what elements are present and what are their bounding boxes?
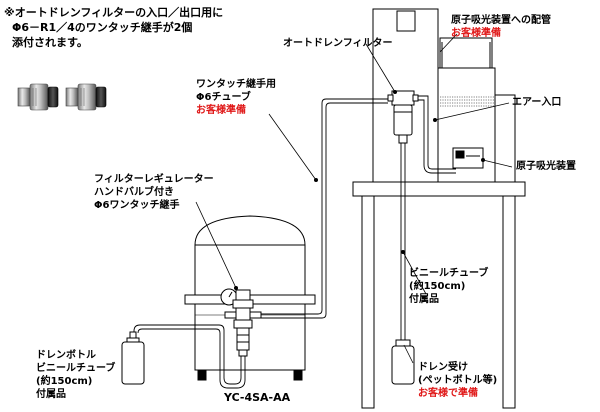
filter-regulator — [220, 288, 262, 357]
fitting-note-line-1: ※オートドレンフィルターの入口／出口用に — [4, 6, 224, 19]
regulator-label-line-1: フィルターレギュレーター — [94, 174, 214, 185]
leader-lines — [195, 33, 513, 364]
drain-receiver — [391, 339, 415, 385]
aas-piping-text: 原子吸光装置への配管 — [451, 15, 551, 26]
aas-label: 原子吸光装置 — [516, 161, 576, 172]
drain-bottle-line-2: ビニールチューブ — [36, 363, 116, 374]
vinyl-tube-label: ビニールチューブ (約150cm) 付属品 — [409, 267, 488, 306]
fitting-1-icon — [17, 83, 59, 111]
drain-receiver-label: ドレン受け (ペットボトル等) お客様で準備 — [418, 361, 497, 400]
drain-receiver-line-1: ドレン受け — [418, 362, 468, 373]
aas-instrument — [372, 8, 516, 183]
drain-receiver-line-2: (ペットボトル等) — [418, 375, 498, 386]
drain-bottle — [121, 331, 145, 385]
instrument-table — [352, 181, 526, 409]
drain-bottle-label: ドレンボトル ビニールチューブ (約150cm) 付属品 — [36, 349, 115, 401]
drain-bottle-line-4: 付属品 — [36, 389, 66, 400]
vinyl-tube-line-3: 付属品 — [409, 294, 439, 305]
drain-bottle-line-3: (約150cm) — [36, 376, 93, 387]
auto-drain-filter-label: オートドレンフィルター — [283, 38, 393, 49]
regulator-label-line-3: Φ6ワンタッチ継手 — [94, 200, 180, 211]
regulator-label-line-2: ハンドバルブ付き — [94, 187, 174, 198]
aas-piping-note: お客様準備 — [451, 28, 501, 39]
tube-label-note: お客様準備 — [196, 105, 246, 116]
tube-label-line-2: Φ6チューブ — [196, 92, 251, 103]
air-inlet-label: エアー入口 — [512, 97, 562, 108]
tube-label: ワンタッチ継手用 Φ6チューブ お客様準備 — [196, 78, 276, 117]
fitting-note-line-3: 添付されます。 — [12, 36, 88, 49]
tube-label-line-1: ワンタッチ継手用 — [196, 79, 276, 90]
fitting-2-icon — [65, 83, 107, 111]
fitting-note: ※オートドレンフィルターの入口／出口用に Φ6－R1／4のワンタッチ継手が2個 … — [4, 5, 223, 50]
auto-drain-filter — [387, 90, 419, 144]
vinyl-tube-line-1: ビニールチューブ — [409, 268, 489, 279]
regulator-label: フィルターレギュレーター ハンドバルブ付き Φ6ワンタッチ継手 — [94, 173, 214, 212]
vinyl-tube-line-2: (約150cm) — [409, 281, 466, 292]
model-label: YC-4SA-AA — [224, 391, 291, 404]
fitting-note-line-2: Φ6－R1／4のワンタッチ継手が2個 — [12, 21, 193, 34]
drain-bottle-line-1: ドレンボトル — [36, 350, 96, 361]
drain-receiver-note: お客様で準備 — [418, 388, 478, 399]
aas-piping-label: 原子吸光装置への配管 お客様準備 — [451, 14, 551, 40]
tubing — [133, 95, 456, 389]
